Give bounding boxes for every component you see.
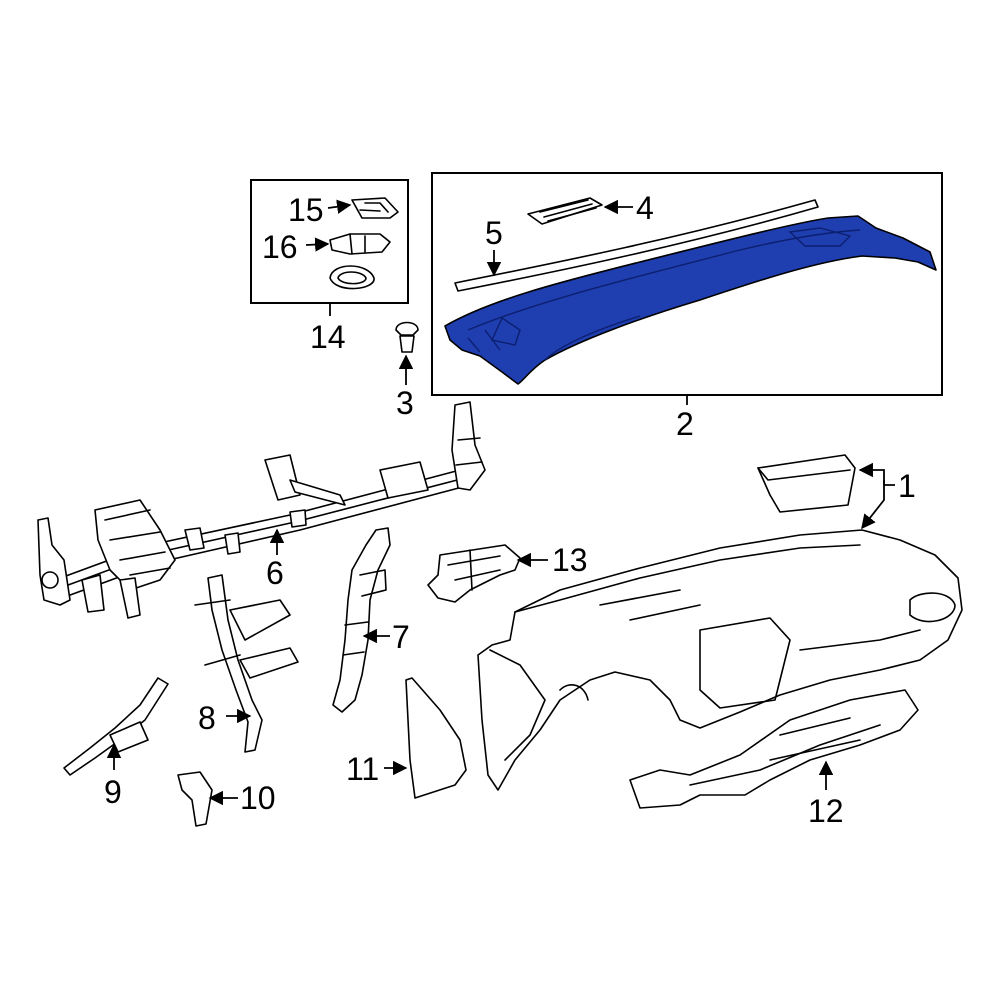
part-6-cross-car-beam[interactable] xyxy=(37,401,486,619)
part-10-small-bracket[interactable] xyxy=(177,771,213,827)
callout-2[interactable]: 2 xyxy=(676,406,694,442)
callout-9[interactable]: 9 xyxy=(104,774,122,810)
part-4-vent-grille[interactable] xyxy=(527,197,603,225)
callout-6[interactable]: 6 xyxy=(266,555,284,591)
part-13-bracket[interactable] xyxy=(427,544,521,603)
leader-16 xyxy=(305,237,330,252)
part-8-center-brace[interactable] xyxy=(194,574,299,753)
part-2-upper-dash-cover[interactable] xyxy=(444,215,937,385)
part-3-push-clip[interactable] xyxy=(395,321,419,353)
part-5-trim-strip[interactable] xyxy=(454,199,819,292)
part-15-clip[interactable] xyxy=(351,197,399,219)
part-16-clip[interactable] xyxy=(329,233,391,255)
callout-12[interactable]: 12 xyxy=(808,793,844,829)
part-12-lower-duct[interactable] xyxy=(629,689,919,809)
callout-5[interactable]: 5 xyxy=(485,215,503,251)
part-11-side-panel[interactable] xyxy=(405,677,467,799)
leader-1-top xyxy=(858,462,895,486)
callout-3[interactable]: 3 xyxy=(396,385,414,421)
part-9-side-bracket[interactable] xyxy=(63,677,169,776)
callout-1[interactable]: 1 xyxy=(898,468,916,504)
part-1-instrument-panel[interactable] xyxy=(477,454,963,791)
callout-11[interactable]: 11 xyxy=(346,751,379,787)
callout-14[interactable]: 14 xyxy=(310,319,346,355)
callout-4[interactable]: 4 xyxy=(636,190,654,226)
callout-16[interactable]: 16 xyxy=(262,229,298,265)
part-7-brace[interactable] xyxy=(332,527,391,713)
callout-7[interactable]: 7 xyxy=(392,619,410,655)
callout-8[interactable]: 8 xyxy=(198,700,216,736)
callout-10[interactable]: 10 xyxy=(240,780,276,816)
leader-1 xyxy=(861,480,885,530)
part-14-grommet[interactable] xyxy=(329,265,375,290)
callout-15[interactable]: 15 xyxy=(288,192,324,228)
callout-13[interactable]: 13 xyxy=(552,542,588,578)
leader-15 xyxy=(327,199,352,214)
